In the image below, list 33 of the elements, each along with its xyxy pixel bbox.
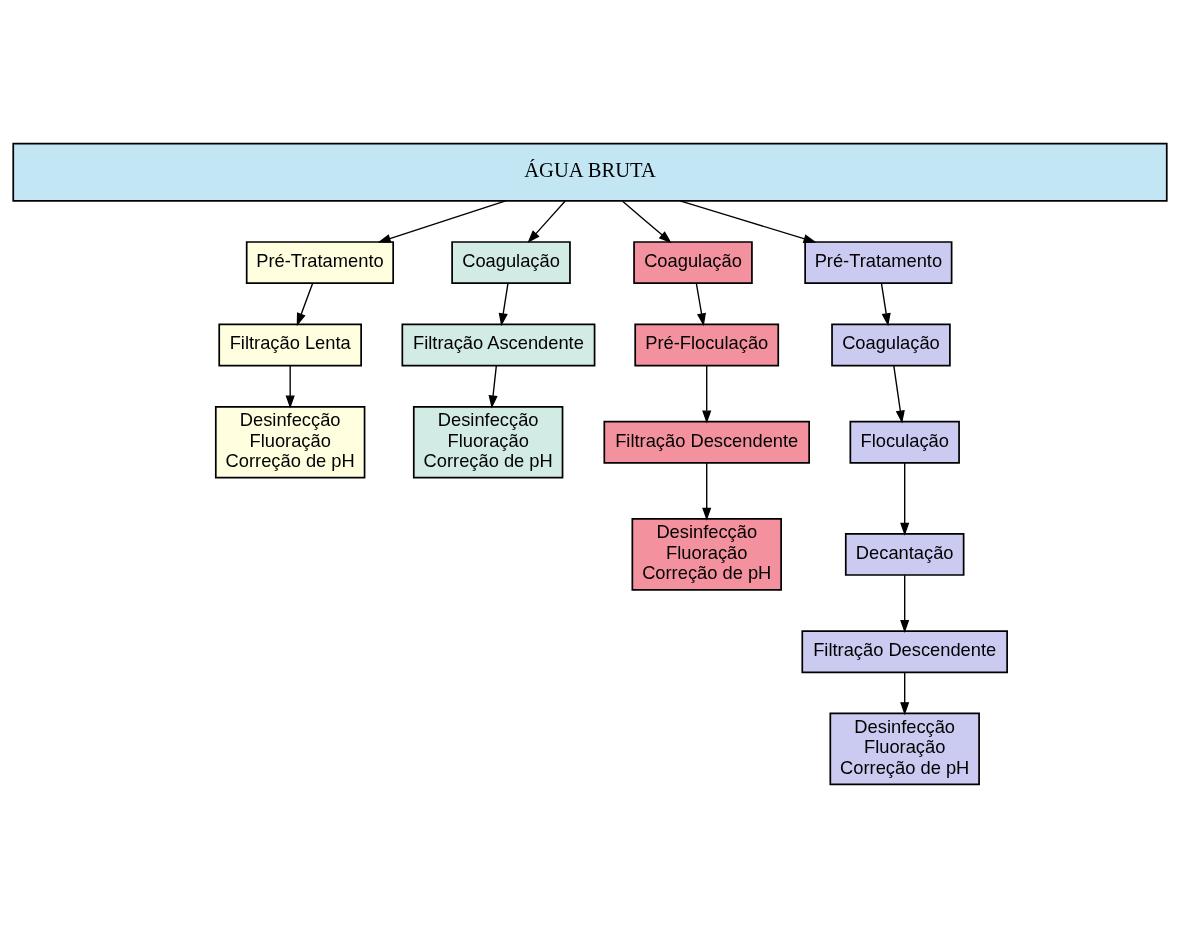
- node-box: Decantação: [844, 532, 965, 576]
- arrow: [377, 199, 507, 243]
- arrow: [296, 282, 314, 326]
- arrow: [702, 364, 712, 424]
- node-box: Filtração Lenta: [218, 323, 362, 366]
- node-box: Pré-Tratamento: [804, 240, 953, 284]
- arrow: [702, 461, 712, 521]
- arrow: [900, 461, 910, 536]
- node-box: Desinfecção Fluoração Correção de pH: [412, 405, 564, 479]
- arrow: [900, 671, 910, 715]
- node-box: Coagulação: [451, 240, 571, 284]
- node-box: Pré-Floculação: [634, 323, 780, 366]
- arrow: [488, 364, 498, 409]
- arrow: [527, 200, 566, 243]
- arrow: [893, 364, 905, 423]
- node-box: Desinfecção Fluoração Correção de pH: [631, 517, 782, 591]
- node-box: Filtração Ascendente: [401, 323, 596, 366]
- node-box: Filtração Descendente: [603, 420, 810, 464]
- arrow: [900, 574, 910, 633]
- node-box: Coagulação: [831, 323, 951, 366]
- arrow: [285, 364, 295, 409]
- arrow: [498, 282, 509, 326]
- arrow: [679, 199, 817, 243]
- node-box: Desinfecção Fluoração Correção de pH: [829, 712, 980, 785]
- node-box: ÁGUA BRUTA: [12, 142, 1168, 202]
- arrow: [695, 282, 706, 326]
- node-box: Coagulação: [633, 240, 753, 284]
- node-box: Desinfecção Fluoração Correção de pH: [214, 405, 366, 479]
- node-box: Floculação: [849, 420, 960, 464]
- node-box: Filtração Descendente: [801, 629, 1008, 673]
- arrow: [880, 282, 891, 326]
- node-box: Pré-Tratamento: [245, 240, 395, 284]
- arrow: [621, 200, 672, 243]
